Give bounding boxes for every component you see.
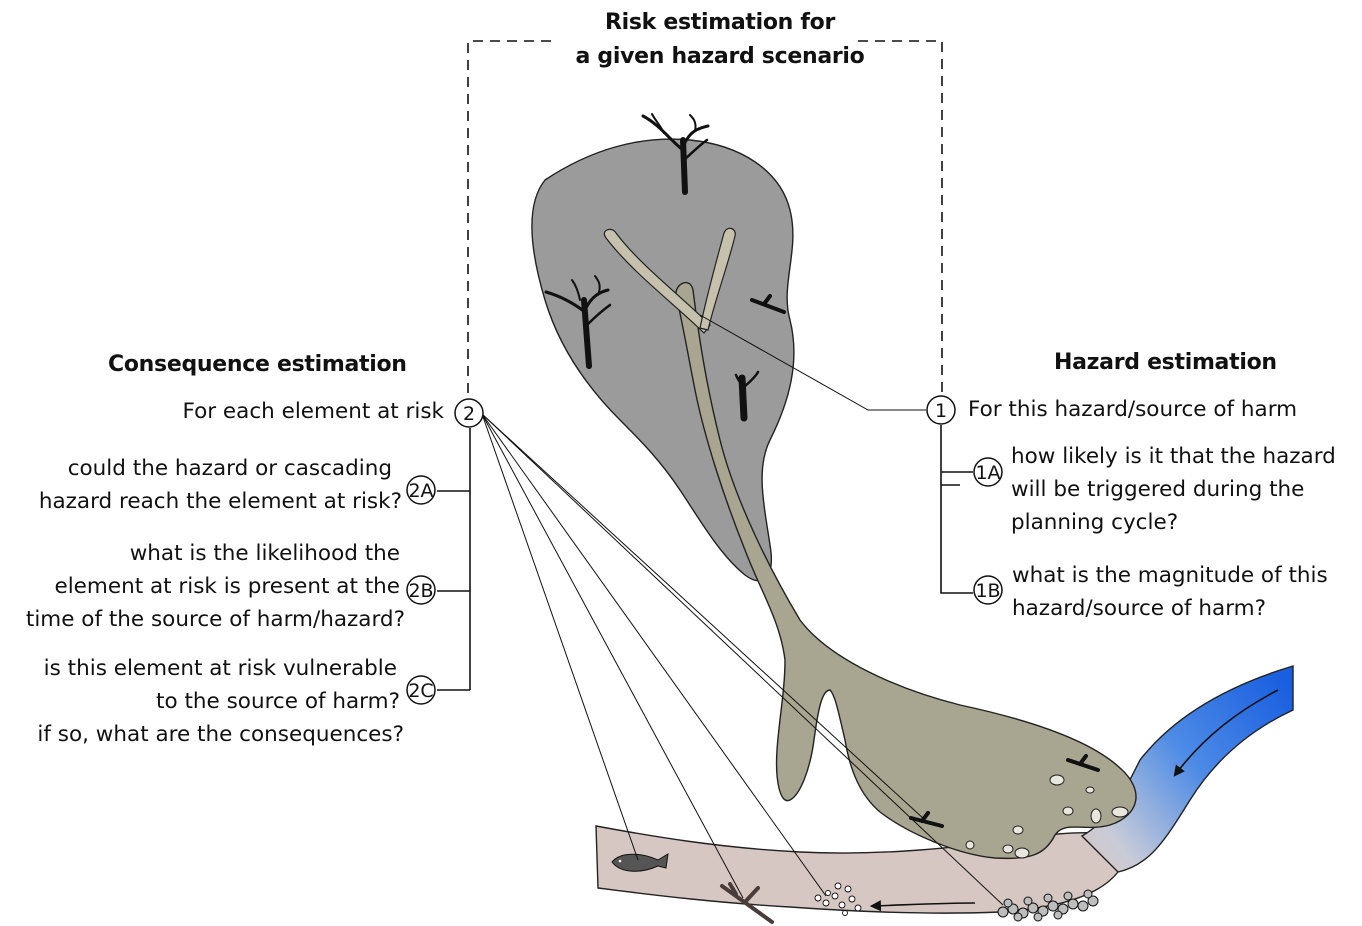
hazard-intro: For this hazard/source of harm	[968, 393, 1297, 426]
hazard-1a-line-3: planning cycle?	[1011, 506, 1178, 539]
marker-2: 2	[455, 399, 483, 427]
marker-2b: 2B	[407, 576, 435, 604]
hazard-heading: Hazard estimation	[1054, 346, 1277, 379]
consequence-intro: For each element at risk	[182, 395, 444, 428]
consequence-2b-line-2: element at risk is present at the	[54, 570, 400, 603]
svg-text:2A: 2A	[408, 480, 433, 502]
diagram-title: Risk estimation for a given hazard scena…	[540, 6, 900, 74]
svg-text:1A: 1A	[975, 462, 1000, 484]
consequence-2c-line-2: to the source of harm?	[156, 685, 400, 718]
consequence-2c-line-3: if so, what are the consequences?	[37, 718, 404, 751]
hazard-1a-line-2: will be triggered during the	[1011, 473, 1304, 506]
marker-2c: 2C	[407, 676, 435, 704]
svg-text:2: 2	[463, 403, 475, 425]
consequence-heading: Consequence estimation	[108, 348, 407, 381]
consequence-2c-line-1: is this element at risk vulnerable	[44, 652, 397, 685]
hazard-1b-line-1: what is the magnitude of this	[1012, 559, 1328, 592]
consequence-2b-line-1: what is the likelihood the	[130, 537, 400, 570]
consequence-2b-line-3: time of the source of harm/hazard?	[26, 603, 405, 636]
hazard-bracket	[941, 425, 973, 593]
hazard-source-area	[532, 139, 794, 581]
svg-text:1: 1	[935, 400, 947, 422]
hazard-1a-line-1: how likely is it that the hazard	[1011, 440, 1336, 473]
title-line-1: Risk estimation for	[540, 6, 900, 40]
consequence-bracket	[437, 428, 470, 690]
marker-1: 1	[927, 396, 955, 424]
marker-1b: 1B	[974, 576, 1002, 604]
svg-text:2C: 2C	[408, 680, 433, 702]
marker-2a: 2A	[407, 476, 435, 504]
svg-text:1B: 1B	[975, 580, 1000, 602]
title-line-2: a given hazard scenario	[540, 40, 900, 74]
marker-1a: 1A	[974, 458, 1002, 486]
consequence-2a-line-1: could the hazard or cascading	[68, 452, 392, 485]
hazard-1b-line-2: hazard/source of harm?	[1012, 592, 1266, 625]
svg-text:2B: 2B	[408, 580, 433, 602]
consequence-2a-line-2: hazard reach the element at risk?	[39, 485, 402, 518]
